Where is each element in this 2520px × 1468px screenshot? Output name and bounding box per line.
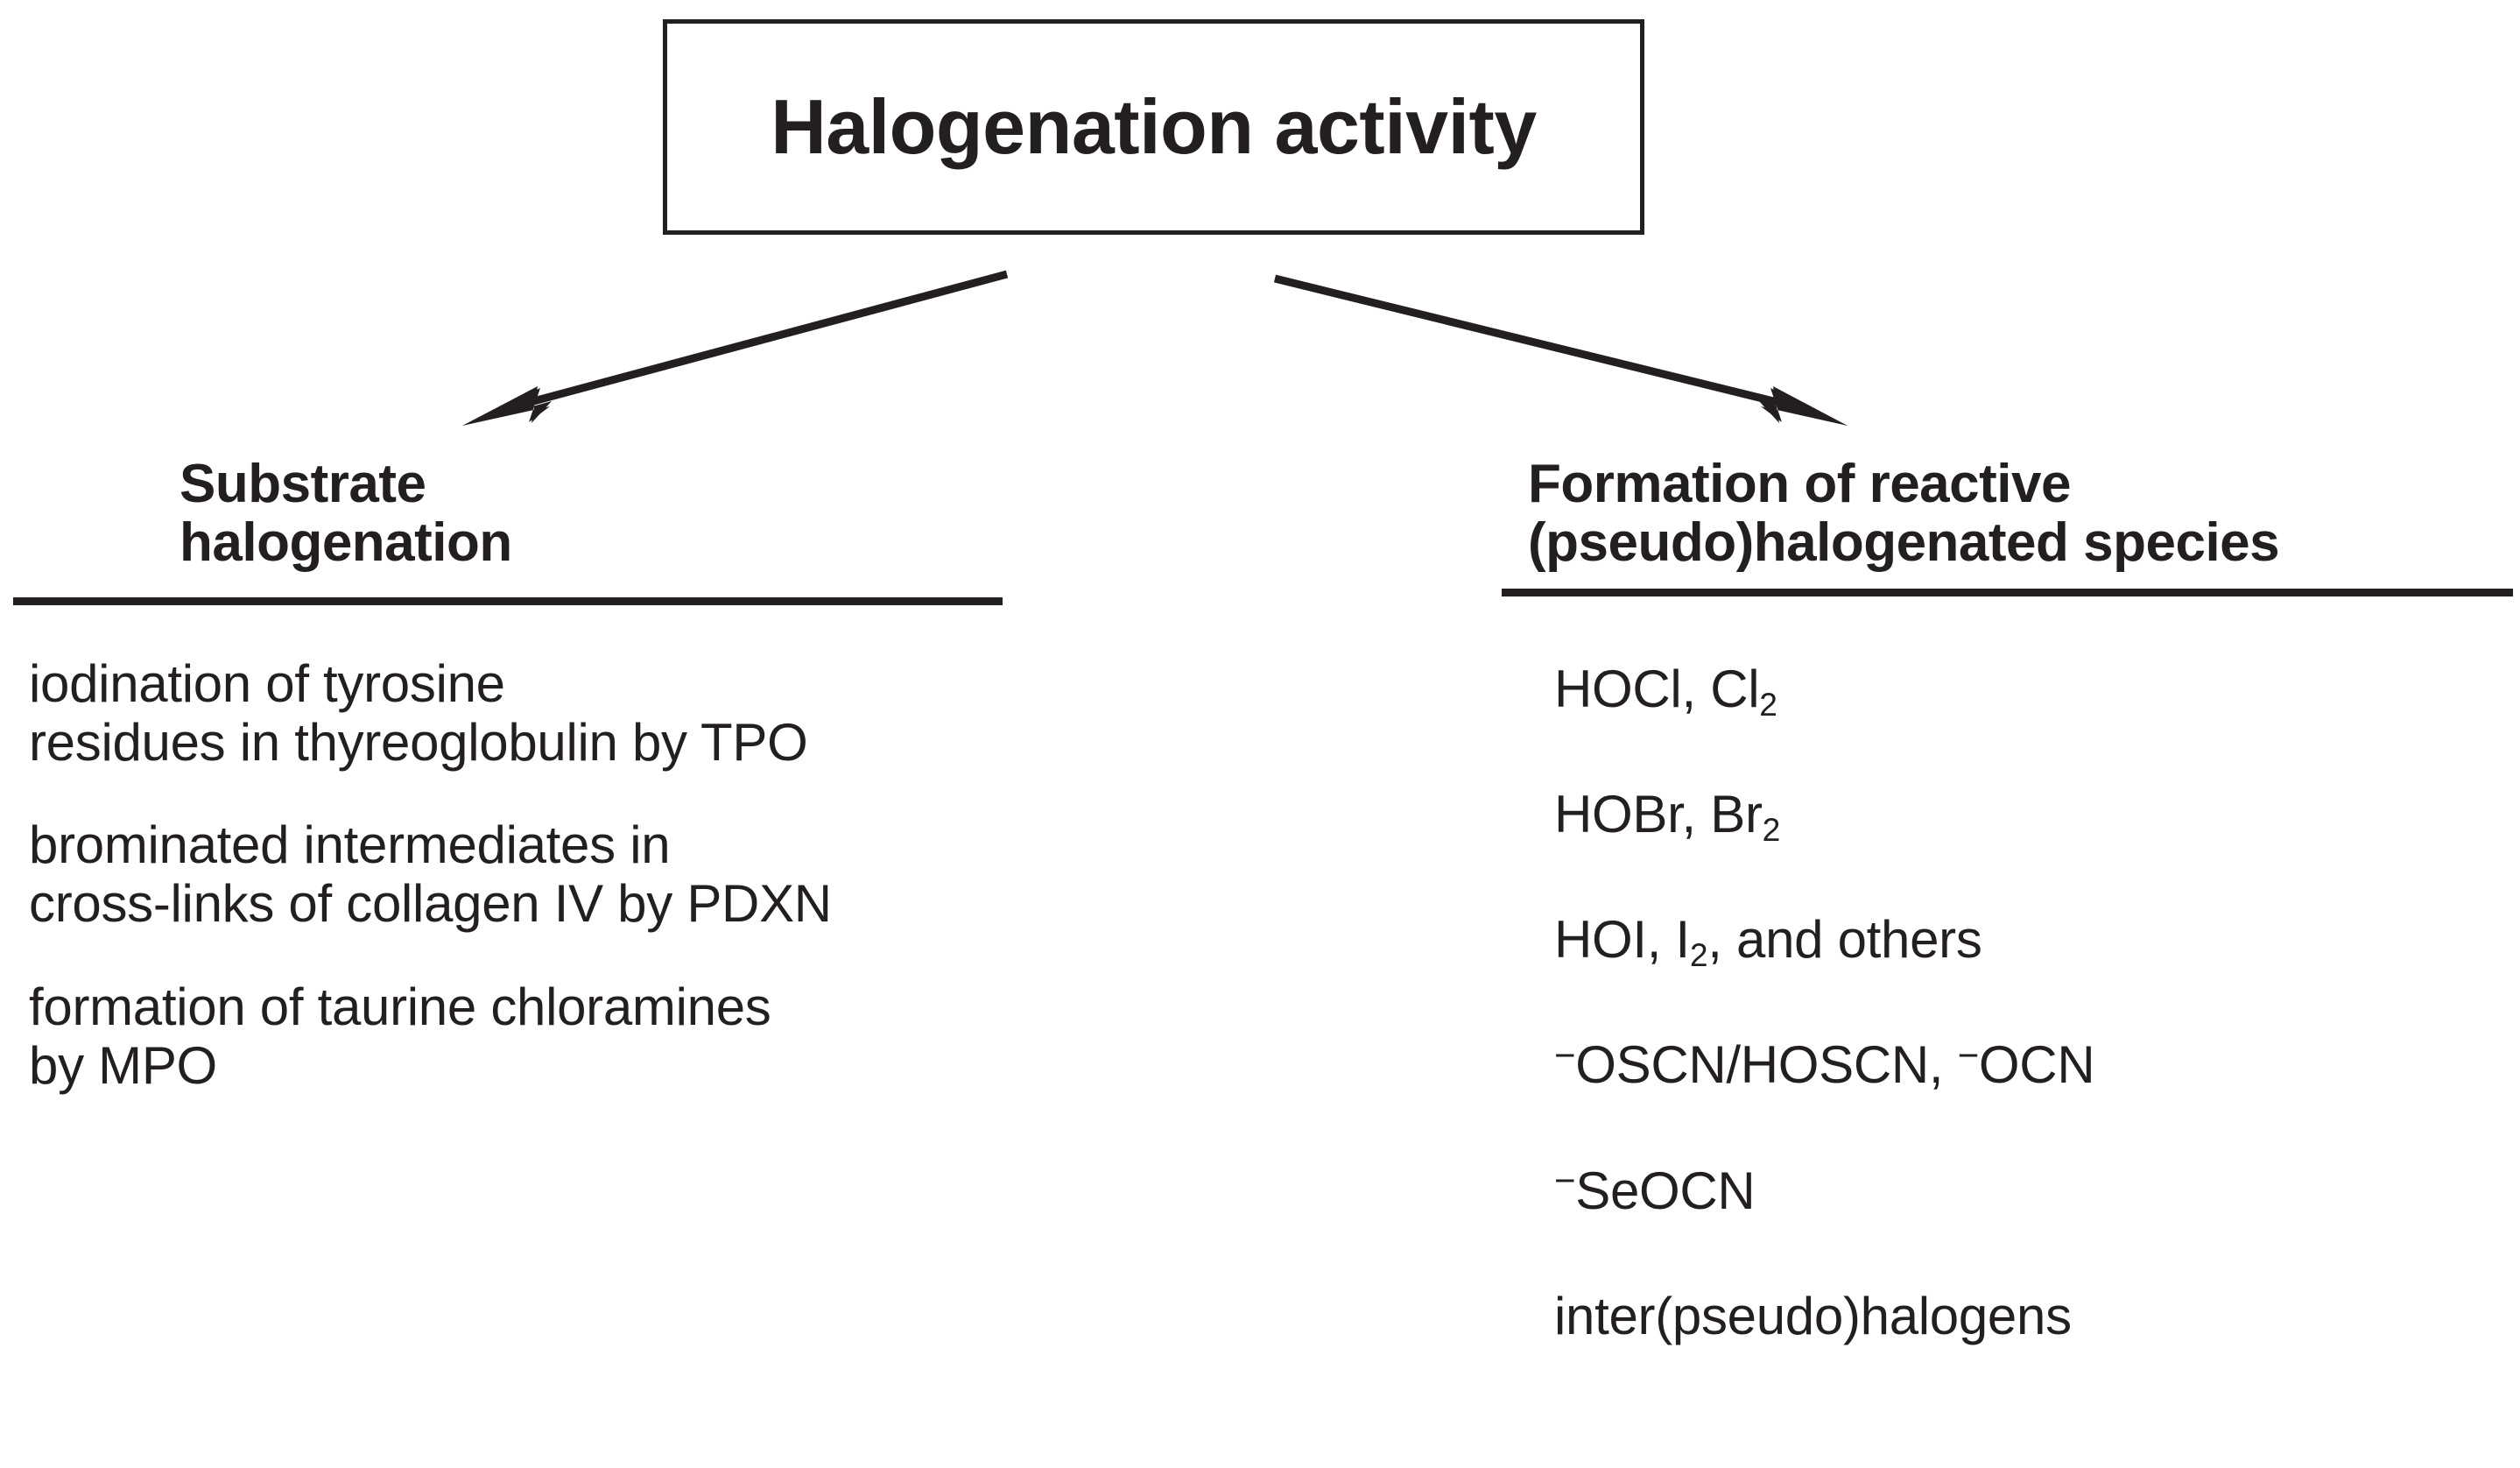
list-item: HOBr, Br2 <box>1554 785 2520 848</box>
item-text: OSCN/HOSCN, <box>1575 1035 1958 1095</box>
item-text: , and others <box>1707 910 1982 970</box>
arrow-to-reactive-species <box>1273 274 1848 426</box>
subscript: 2 <box>1762 810 1781 848</box>
reactive-species-column: Formation of reactive (pseudo)halogenate… <box>1502 455 2520 1412</box>
item-text: iodination of tyrosine residues in thyre… <box>29 653 808 773</box>
item-text: HOBr, Br <box>1554 785 1763 844</box>
superscript-charge: − <box>1554 1160 1576 1202</box>
list-item: iodination of tyrosine residues in thyre… <box>29 654 1138 772</box>
subscript: 2 <box>1689 935 1708 973</box>
left-column-heading: Substrate halogenation <box>179 454 512 573</box>
halogenation-activity-box: Halogenation activity <box>663 19 1644 235</box>
left-column-divider <box>13 596 1003 605</box>
arrow-to-substrate-halogenation <box>462 270 1009 426</box>
list-item: inter(pseudo)halogens <box>1554 1287 2520 1345</box>
substrate-halogenation-column: Substrate halogenation iodination of tyr… <box>0 455 1138 1139</box>
right-column-divider <box>1502 588 2513 596</box>
item-text: inter(pseudo)halogens <box>1554 1286 2072 1345</box>
item-text: formation of taurine chloramines by MPO <box>29 977 771 1095</box>
list-item: formation of taurine chloramines by MPO <box>29 977 1138 1095</box>
item-text: SeOCN <box>1575 1161 1756 1220</box>
superscript-charge: − <box>1554 1034 1576 1076</box>
superscript-charge: − <box>1957 1034 1980 1076</box>
list-item: −OSCN/HOSCN, −OCN <box>1554 1034 2520 1095</box>
item-text: HOI, I <box>1554 910 1690 970</box>
item-text: brominated intermediates in cross-links … <box>29 815 832 934</box>
item-text: HOCl, Cl <box>1554 659 1760 718</box>
figure-title: Halogenation activity <box>771 83 1537 170</box>
list-item: HOI, I2, and others <box>1554 910 2520 973</box>
subscript: 2 <box>1759 685 1777 723</box>
list-item: HOCl, Cl2 <box>1554 659 2520 723</box>
left-column-item-list: iodination of tyrosine residues in thyre… <box>29 654 1138 1095</box>
item-text: OCN <box>1978 1035 2095 1095</box>
list-item: brominated intermediates in cross-links … <box>29 815 1138 933</box>
right-column-heading: Formation of reactive (pseudo)halogenate… <box>1528 454 2280 573</box>
list-item: −SeOCN <box>1554 1160 2520 1220</box>
